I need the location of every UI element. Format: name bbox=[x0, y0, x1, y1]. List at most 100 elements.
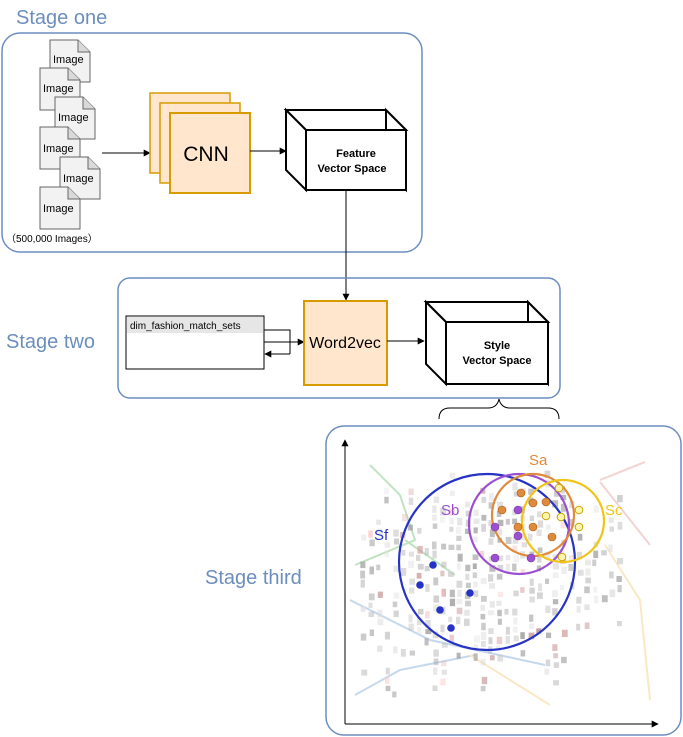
clothing-thumbnail bbox=[496, 573, 503, 580]
clothing-thumbnail bbox=[376, 564, 381, 571]
clothing-thumbnail bbox=[505, 626, 510, 635]
clothing-thumbnail bbox=[408, 623, 414, 631]
clothing-thumbnail bbox=[377, 609, 383, 618]
clothing-thumbnail bbox=[408, 560, 415, 568]
clothing-thumbnail bbox=[520, 632, 525, 639]
clothing-thumbnail bbox=[561, 566, 567, 574]
dataset-box: dim_fashion_match_sets bbox=[125, 315, 265, 370]
clothing-thumbnail bbox=[360, 579, 365, 588]
clothing-thumbnail bbox=[408, 488, 414, 495]
clothing-thumbnail bbox=[546, 632, 552, 639]
clothing-thumbnail bbox=[544, 470, 551, 478]
image-label: Image bbox=[53, 54, 84, 66]
clothing-thumbnail bbox=[529, 587, 535, 594]
clothing-thumbnail bbox=[433, 577, 439, 586]
clothing-thumbnail bbox=[617, 558, 624, 565]
clothing-thumbnail bbox=[417, 626, 422, 635]
image-document-icon: Image bbox=[59, 156, 101, 200]
image-label: Image bbox=[43, 83, 74, 95]
sc-point bbox=[556, 512, 566, 522]
clothing-thumbnail bbox=[616, 576, 622, 582]
clothing-thumbnail bbox=[497, 501, 504, 509]
clothing-thumbnail bbox=[360, 570, 366, 579]
clothing-thumbnail bbox=[473, 509, 479, 517]
sb-point bbox=[526, 553, 536, 563]
dataset-label: dim_fashion_match_sets bbox=[130, 321, 241, 332]
clothing-thumbnail bbox=[488, 502, 494, 509]
clothing-thumbnail bbox=[512, 518, 518, 525]
clothing-thumbnail bbox=[440, 570, 445, 577]
clothing-thumbnail bbox=[496, 636, 503, 645]
image-document-icon: Image bbox=[39, 186, 81, 230]
sa-point bbox=[513, 522, 523, 532]
sb-point bbox=[513, 505, 523, 515]
clothing-thumbnail bbox=[488, 520, 494, 526]
clothing-thumbnail bbox=[617, 585, 622, 593]
clothing-thumbnail bbox=[480, 685, 486, 692]
clothing-thumbnail bbox=[449, 508, 455, 516]
clothing-thumbnail bbox=[545, 578, 550, 584]
clothing-thumbnail bbox=[384, 487, 389, 495]
clothing-thumbnail bbox=[385, 667, 390, 675]
clothing-thumbnail bbox=[432, 523, 438, 529]
clothing-thumbnail bbox=[449, 490, 455, 497]
clothing-thumbnail bbox=[433, 658, 439, 666]
clothing-thumbnail bbox=[496, 600, 502, 606]
word2vec-box: Word2vec bbox=[303, 300, 388, 386]
clothing-thumbnail bbox=[456, 535, 462, 541]
clothing-thumbnail bbox=[529, 614, 534, 622]
cnn-block: CNN bbox=[149, 92, 251, 194]
clothing-thumbnail bbox=[553, 662, 560, 668]
clothing-thumbnail bbox=[529, 596, 535, 603]
clothing-thumbnail bbox=[512, 626, 518, 633]
cluster-sa-points bbox=[497, 488, 557, 542]
cluster-sc-label: Sc bbox=[605, 502, 623, 519]
sf-point bbox=[466, 589, 474, 597]
image-count-note: （500,000 Images） bbox=[6, 233, 98, 245]
clothing-thumbnail bbox=[393, 565, 399, 573]
clothing-thumbnail bbox=[553, 653, 558, 659]
clothing-thumbnail bbox=[393, 538, 400, 545]
clothing-thumbnail bbox=[553, 680, 559, 686]
image-document-icon: Image bbox=[39, 126, 81, 170]
clothing-thumbnail bbox=[528, 632, 535, 640]
clothing-thumbnail bbox=[481, 523, 486, 532]
clothing-thumbnail bbox=[449, 589, 455, 598]
sf-point bbox=[447, 624, 455, 632]
clothing-thumbnail bbox=[481, 496, 487, 503]
clothing-thumbnail bbox=[593, 595, 599, 604]
clothing-thumbnail bbox=[529, 623, 534, 629]
clothing-thumbnail bbox=[560, 548, 565, 556]
clothing-thumbnail bbox=[393, 529, 399, 537]
cluster-sb-circle bbox=[467, 472, 571, 576]
clothing-thumbnail bbox=[361, 669, 368, 676]
style-vector-space-cube: Style Vector Space bbox=[423, 299, 551, 387]
clothing-thumbnail bbox=[456, 562, 461, 571]
clothing-thumbnail bbox=[449, 598, 456, 607]
clothing-thumbnail bbox=[441, 642, 448, 648]
clothing-thumbnail bbox=[585, 577, 591, 584]
clothing-thumbnail bbox=[593, 505, 600, 513]
clothing-thumbnail bbox=[369, 539, 375, 547]
clothing-thumbnail bbox=[505, 518, 510, 525]
clothing-thumbnail bbox=[448, 616, 453, 623]
clothing-thumbnail bbox=[393, 610, 399, 618]
clothing-thumbnail bbox=[481, 595, 487, 602]
clothing-thumbnail bbox=[512, 536, 519, 544]
clothing-thumbnail bbox=[457, 553, 463, 562]
sa-point bbox=[541, 497, 551, 507]
clothing-thumbnail bbox=[409, 650, 415, 656]
clothing-thumbnail bbox=[520, 569, 526, 575]
clothing-thumbnail bbox=[593, 586, 598, 593]
sc-point bbox=[554, 483, 564, 493]
sb-point bbox=[490, 553, 500, 563]
feature-space-label-line2: Vector Space bbox=[317, 163, 386, 175]
cluster-sc-points bbox=[541, 483, 584, 562]
clothing-thumbnail bbox=[392, 601, 398, 608]
clothing-thumbnail bbox=[497, 519, 504, 526]
clothing-thumbnail bbox=[480, 577, 487, 585]
clothing-thumbnail bbox=[360, 606, 366, 612]
clothing-thumbnail bbox=[609, 526, 614, 532]
clothing-thumbnail bbox=[425, 629, 432, 635]
sa-point bbox=[547, 532, 557, 542]
